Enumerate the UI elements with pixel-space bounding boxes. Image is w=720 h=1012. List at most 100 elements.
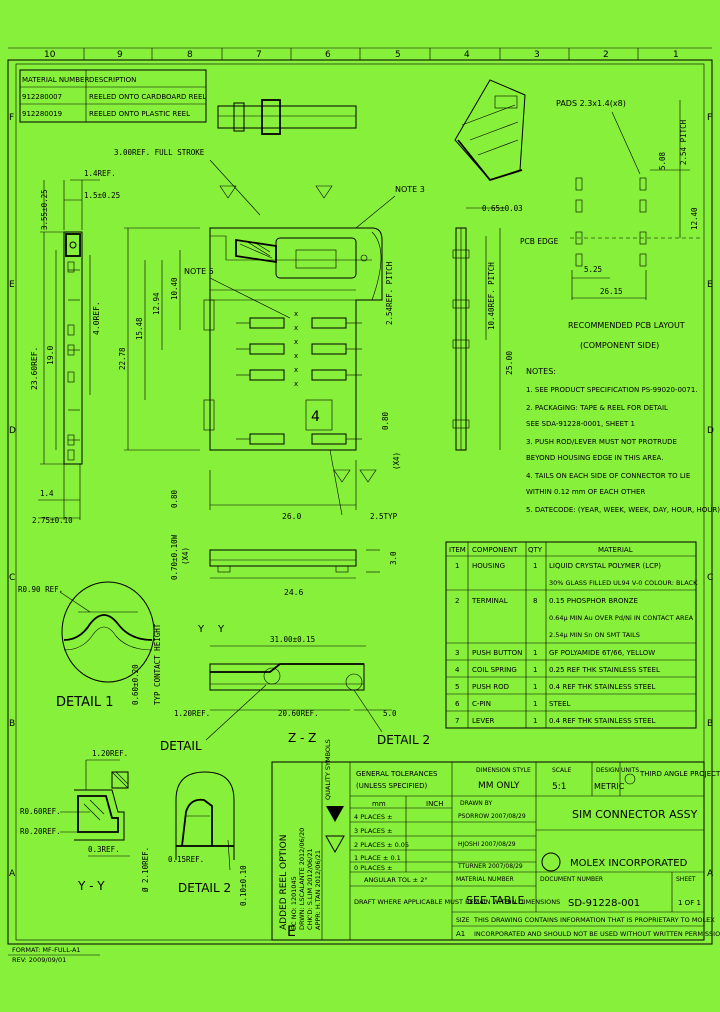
contact-row-1	[236, 317, 362, 329]
svg-text:SCALE: SCALE	[552, 767, 571, 774]
dim-0-6: 0.60±0.20	[131, 664, 140, 705]
dim-0-15: 0.15REF.	[168, 855, 204, 864]
dim-24-6: 24.6	[284, 588, 303, 597]
svg-text:TERMINAL: TERMINAL	[471, 597, 508, 605]
svg-text:ADDED REEL OPTION: ADDED REEL OPTION	[279, 835, 289, 930]
svg-text:4 PLACES ±: 4 PLACES ±	[354, 813, 393, 821]
dim-r0-2: R0.20REF.	[20, 827, 61, 836]
svg-text:5: 5	[455, 683, 459, 691]
svg-text:9: 9	[117, 50, 123, 60]
svg-text:D: D	[707, 426, 714, 436]
section-y-y	[60, 759, 130, 857]
quality-symbol-icon	[326, 806, 344, 822]
svg-text:5: 5	[395, 50, 401, 60]
svg-text:1: 1	[533, 683, 537, 691]
dim-3: 3.0	[389, 551, 398, 565]
svg-text:D: D	[9, 426, 16, 436]
format-label: FORMAT: MF-FULL-A1	[12, 946, 81, 954]
svg-text:REELED ONTO PLASTIC REEL: REELED ONTO PLASTIC REEL	[89, 110, 190, 118]
svg-text:PUSH BUTTON: PUSH BUTTON	[472, 649, 522, 657]
title-text: SIM CONNECTOR ASSY MOLEX INCORPORATED MA…	[354, 808, 720, 938]
svg-text:4: 4	[464, 50, 470, 60]
dim-2-54-pitch: 2.54REF. PITCH	[385, 261, 394, 325]
dim-10-4: 10.40	[170, 277, 179, 300]
notes-block: NOTES: 1. SEE PRODUCT SPECIFICATION PS-9…	[526, 367, 720, 514]
dim-1-2b: 1.20REF.	[92, 749, 128, 758]
dim-0-3: 0.3REF.	[88, 845, 120, 854]
svg-text:4: 4	[455, 666, 460, 674]
svg-text:6: 6	[325, 50, 331, 60]
svg-text:STEEL: STEEL	[549, 700, 571, 708]
reel-option-table: MATERIAL NUMBER DESCRIPTION 912280007 RE…	[19, 69, 207, 123]
svg-text:METRIC: METRIC	[594, 782, 625, 791]
tolerance-text: GENERAL TOLERANCES (UNLESS SPECIFIED) DI…	[354, 767, 720, 884]
right-side-view	[452, 207, 505, 451]
pcb-layout-subtitle: (COMPONENT SIDE)	[580, 341, 659, 350]
dim-12-94: 12.94	[152, 292, 161, 315]
dim-1-4-ref: 1.4REF.	[84, 169, 116, 178]
contact-row-4	[236, 433, 362, 445]
detail-2-callout: DETAIL 2	[377, 733, 430, 747]
dim-x4b: (X4)	[181, 547, 190, 565]
svg-text:HOUSING: HOUSING	[472, 562, 505, 570]
svg-text:DOCUMENT NUMBER: DOCUMENT NUMBER	[540, 876, 603, 883]
svg-text:SIZE: SIZE	[456, 917, 470, 924]
dim-r0-9: R0.90 REF.	[18, 585, 63, 594]
svg-text:2 PLACES ± 0.05: 2 PLACES ± 0.05	[354, 841, 409, 849]
svg-text:COIL SPRING: COIL SPRING	[472, 666, 517, 674]
detail-callout: DETAIL	[160, 739, 202, 753]
svg-text:2. PACKAGING: TAPE & REEL FOR: 2. PACKAGING: TAPE & REEL FOR DETAIL	[526, 404, 668, 412]
svg-text:mm: mm	[372, 800, 386, 808]
revision-text: ADDED REEL OPTION EC NO: 1201045 DRWN: L…	[279, 739, 345, 940]
svg-text:NOTES:: NOTES:	[526, 367, 556, 376]
dim-31: 31.00±0.15	[270, 635, 315, 644]
svg-text:7: 7	[455, 717, 459, 725]
svg-text:x: x	[294, 324, 298, 332]
svg-text:DESCRIPTION: DESCRIPTION	[89, 76, 136, 84]
svg-text:x: x	[294, 338, 298, 346]
dim-12-4: 12.40	[690, 207, 699, 230]
svg-text:8: 8	[533, 597, 537, 605]
material-table: ITEM COMPONENT QTY MATERIAL 1 HOUSING 1 …	[445, 541, 698, 729]
svg-text:CHK'D: S.LIM 2012/06/21: CHK'D: S.LIM 2012/06/21	[306, 848, 314, 930]
svg-text:PUSH ROD: PUSH ROD	[472, 683, 509, 691]
dim-0-8: 0.80	[381, 411, 390, 430]
svg-text:4: 4	[311, 409, 320, 425]
svg-text:THIS DRAWING CONTAINS INFORMAT: THIS DRAWING CONTAINS INFORMATION THAT I…	[473, 916, 715, 924]
dim-22-78: 22.78	[118, 347, 127, 370]
dim-3-55: 3.55±0.25	[40, 189, 49, 230]
contact-row-3	[236, 369, 362, 381]
svg-text:QUALITY SYMBOLS: QUALITY SYMBOLS	[324, 739, 332, 800]
svg-text:3 PLACES ±: 3 PLACES ±	[354, 827, 393, 835]
dim-2-1: Ø 2.10REF.	[141, 847, 150, 892]
column-markers: 10 9 8 7 6 5 4 3 2 1	[44, 48, 679, 60]
format-rev-label: REV: 2009/09/01	[12, 956, 66, 964]
main-plan-view: x x x x x x 4	[124, 159, 383, 516]
dim-5-08: 5.08	[658, 151, 667, 170]
svg-text:3: 3	[455, 649, 459, 657]
svg-text:DRWN: LSCALANTE 2012/06/20: DRWN: LSCALANTE 2012/06/20	[298, 828, 306, 930]
row-markers: F E D C B A F E D C B A	[9, 113, 714, 879]
dim-0-65: 0.65±0.03	[482, 204, 523, 213]
svg-text:DRAFT WHERE APPLICABLE MUST RE: DRAFT WHERE APPLICABLE MUST REMAIN WITHI…	[354, 898, 560, 906]
svg-text:BEYOND HOUSING EDGE IN THIS AR: BEYOND HOUSING EDGE IN THIS AREA.	[526, 454, 663, 462]
svg-text:REELED ONTO CARDBOARD REEL: REELED ONTO CARDBOARD REEL	[89, 93, 206, 101]
dim-1-5: 1.5±0.25	[84, 191, 120, 200]
svg-text:2: 2	[455, 597, 459, 605]
note-5-callout: NOTE 5	[184, 267, 214, 276]
svg-text:4. TAILS ON EACH SIDE OF CONNE: 4. TAILS ON EACH SIDE OF CONNECTOR TO LI…	[526, 472, 690, 480]
dim-0-7w: 0.70±0.10W	[170, 534, 179, 580]
contact-row-2	[236, 343, 362, 355]
svg-text:2.54μ MIN Sn ON SMT TAILS: 2.54μ MIN Sn ON SMT TAILS	[549, 631, 640, 639]
svg-text:EC NO: 1201045: EC NO: 1201045	[290, 876, 298, 930]
svg-text:TTURNER 2007/08/29: TTURNER 2007/08/29	[457, 863, 523, 870]
svg-text:0.64μ MIN Au OVER Pd/Ni IN CON: 0.64μ MIN Au OVER Pd/Ni IN CONTACT AREA	[549, 614, 694, 622]
dim-25: 25.00	[505, 351, 514, 375]
svg-text:3: 3	[534, 50, 540, 60]
svg-text:1: 1	[533, 562, 537, 570]
svg-text:1: 1	[673, 50, 679, 60]
dim-2-75: 2.75±0.10	[32, 516, 73, 525]
dim-26: 26.0	[282, 512, 301, 521]
dim-0-8b: 0.80	[170, 489, 179, 508]
